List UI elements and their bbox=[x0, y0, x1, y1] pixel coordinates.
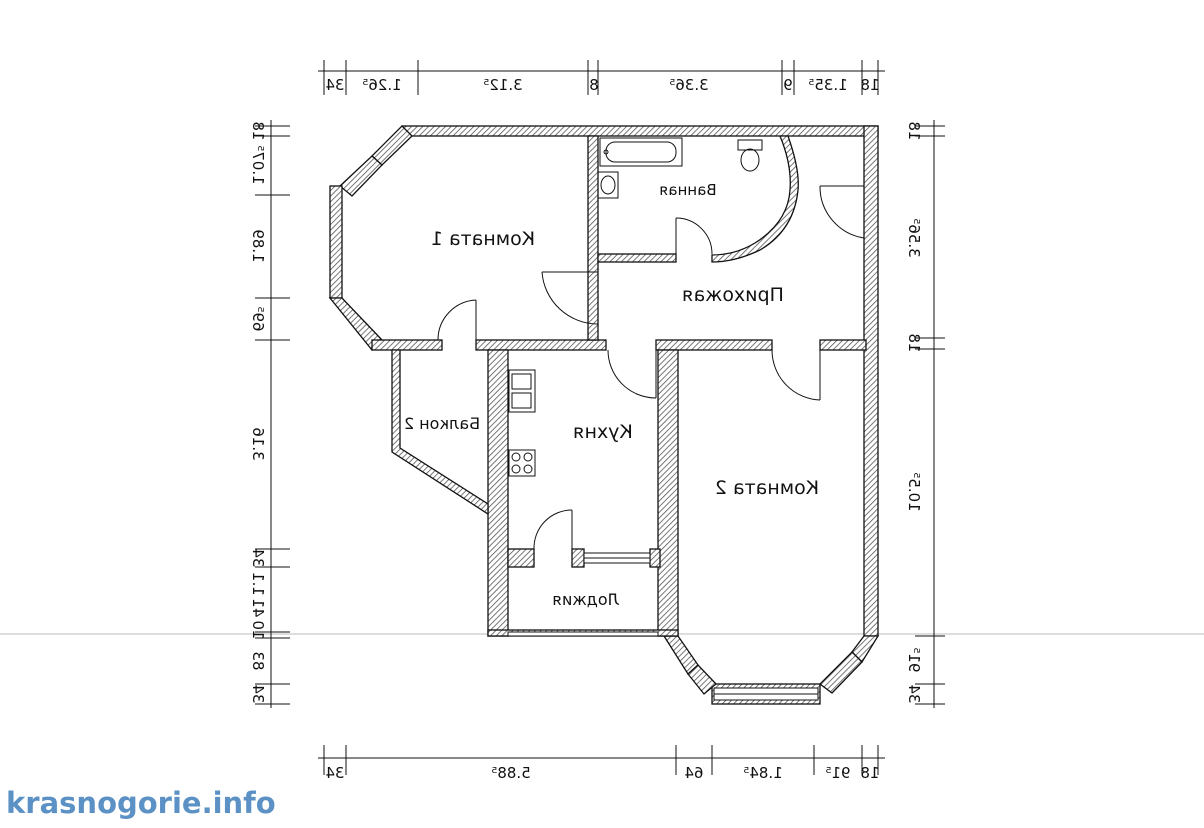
dim-left-7: 1.1 bbox=[249, 572, 267, 596]
room-label-room1: Комната 1 bbox=[430, 228, 536, 250]
dim-left-6: 34 bbox=[249, 548, 267, 568]
dim-top-4: 8 bbox=[589, 76, 599, 94]
room-label-loggia: Лоджия bbox=[552, 590, 620, 609]
dim-bottom-4: 1.84⁵ bbox=[743, 764, 783, 782]
dim-left-4: 69⁵ bbox=[249, 306, 267, 332]
dim-top-1: 34 bbox=[325, 76, 345, 94]
dim-bottom-2: 5.88⁵ bbox=[491, 764, 531, 782]
dim-top-8: 18 bbox=[860, 76, 880, 94]
dim-right-1: 18 bbox=[905, 121, 923, 141]
room-label-bathroom: Ванная bbox=[659, 181, 717, 199]
dim-left-1: 18 bbox=[249, 121, 267, 141]
bathroom-curved-wall bbox=[711, 135, 799, 263]
sink-icon bbox=[597, 171, 619, 199]
room-label-balcony: Балкон 2 bbox=[403, 414, 481, 433]
dim-right-2: 3.56⁵ bbox=[905, 218, 923, 258]
dim-bottom-1: 34 bbox=[325, 764, 345, 782]
room-label-room2: Комната 2 bbox=[714, 477, 820, 499]
dim-bottom-3: 64 bbox=[684, 764, 704, 782]
windows bbox=[507, 552, 819, 701]
dim-top-6: 9 bbox=[783, 76, 793, 94]
doors bbox=[437, 185, 865, 550]
dim-top-5: 3.36⁵ bbox=[669, 76, 709, 94]
room-label-kitchen: Кухня bbox=[573, 421, 633, 443]
dim-top-7: 1.35⁵ bbox=[808, 76, 848, 94]
room-label-hallway: Прихожая bbox=[682, 284, 784, 306]
dim-top-2: 1.26⁵ bbox=[362, 76, 402, 94]
stove-icon bbox=[508, 449, 536, 477]
kitchen-sink-icon bbox=[508, 369, 536, 413]
dim-bottom-5: 91⁵ bbox=[825, 764, 851, 782]
dim-left-8: 41 bbox=[249, 598, 267, 618]
dim-right-6: 34 bbox=[905, 684, 923, 704]
dim-right-3: 18 bbox=[905, 333, 923, 353]
dim-left-11: 34 bbox=[249, 684, 267, 704]
dim-top-3: 3.12⁵ bbox=[483, 76, 523, 94]
dimension-lines bbox=[255, 60, 945, 775]
dim-bottom-6: 18 bbox=[860, 764, 880, 782]
dim-left-3: 1.89 bbox=[249, 229, 267, 263]
dim-left-9: 10 bbox=[249, 620, 267, 640]
dim-right-4: 10.5⁵ bbox=[905, 472, 923, 512]
site-watermark: krasnogorie.info bbox=[6, 786, 276, 820]
toilet-icon bbox=[737, 139, 763, 172]
dim-left-10: 83 bbox=[249, 651, 267, 671]
dim-right-5: 91⁵ bbox=[905, 647, 923, 673]
dim-left-2: 1.07⁵ bbox=[249, 145, 267, 185]
dim-left-5: 3.16 bbox=[249, 427, 267, 461]
bathtub-icon bbox=[599, 137, 683, 167]
